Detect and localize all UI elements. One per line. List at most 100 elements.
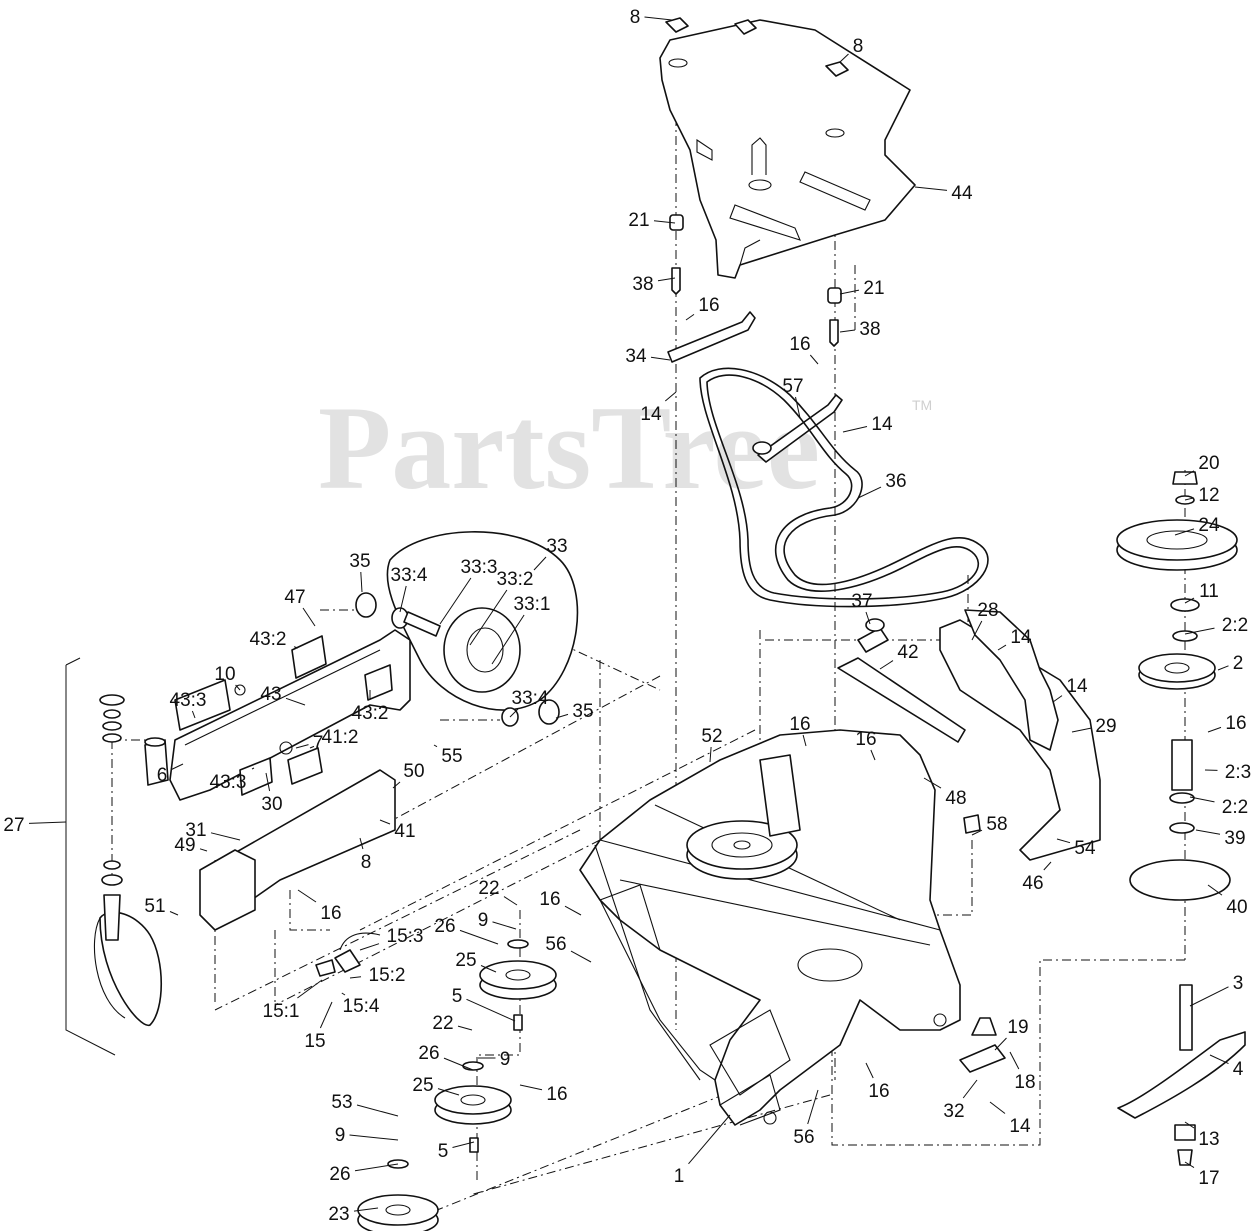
part-callout[interactable]: 7 xyxy=(313,733,324,754)
part-callout[interactable]: 35 xyxy=(572,701,593,722)
part-callout[interactable]: 56 xyxy=(793,1127,814,1148)
part-callout[interactable]: 26 xyxy=(329,1164,350,1185)
part-callout[interactable]: 13 xyxy=(1198,1129,1219,1150)
part-callout[interactable]: 29 xyxy=(1095,716,1116,737)
part-callout[interactable]: 14 xyxy=(1009,1116,1031,1137)
part-callout[interactable]: 28 xyxy=(977,600,998,621)
part-callout[interactable]: 33:2 xyxy=(497,569,534,590)
part-callout[interactable]: 38 xyxy=(859,319,880,340)
part-callout[interactable]: 38 xyxy=(632,274,653,295)
part-callout[interactable]: 26 xyxy=(418,1043,439,1064)
part-callout[interactable]: 42 xyxy=(897,642,918,663)
part-callout[interactable]: 16 xyxy=(855,729,876,750)
part-callout[interactable]: 15:2 xyxy=(369,965,406,986)
part-callout[interactable]: 41 xyxy=(394,821,415,842)
part-callout[interactable]: 9 xyxy=(500,1049,511,1070)
part-callout[interactable]: 10 xyxy=(214,664,235,685)
part-callout[interactable]: 33:4 xyxy=(512,688,549,709)
part-callout[interactable]: 8 xyxy=(853,36,864,57)
part-callout[interactable]: 2:2 xyxy=(1222,797,1248,818)
part-callout[interactable]: 36 xyxy=(885,471,906,492)
part-callout[interactable]: 43:2 xyxy=(250,629,287,650)
part-callout[interactable]: 22 xyxy=(432,1013,453,1034)
part-callout[interactable]: 14 xyxy=(871,414,893,435)
part-callout[interactable]: 46 xyxy=(1022,873,1043,894)
part-callout[interactable]: 52 xyxy=(701,726,722,747)
part-callout[interactable]: 5 xyxy=(452,986,463,1007)
part-callout[interactable]: 34 xyxy=(625,346,647,367)
part-callout[interactable]: 15:3 xyxy=(387,926,424,947)
part-callout[interactable]: 51 xyxy=(144,896,165,917)
part-callout[interactable]: 33:4 xyxy=(391,565,428,586)
part-callout[interactable]: 16 xyxy=(789,334,810,355)
part-callout[interactable]: 43:3 xyxy=(170,690,207,711)
part-callout[interactable]: 16 xyxy=(539,889,560,910)
part-callout[interactable]: 8 xyxy=(630,7,641,28)
belt-shield xyxy=(939,609,1101,861)
part-callout[interactable]: 40 xyxy=(1226,897,1247,918)
part-callout[interactable]: 2 xyxy=(1233,653,1244,674)
part-callout[interactable]: 21 xyxy=(863,278,884,299)
part-callout[interactable]: 30 xyxy=(261,794,282,815)
part-callout[interactable]: 33:1 xyxy=(514,594,551,615)
part-callout[interactable]: 39 xyxy=(1224,828,1245,849)
part-callout[interactable]: 48 xyxy=(945,788,966,809)
part-callout[interactable]: 20 xyxy=(1198,453,1219,474)
part-callout[interactable]: 5 xyxy=(438,1141,449,1162)
part-callout[interactable]: 44 xyxy=(951,183,973,204)
part-callout[interactable]: 47 xyxy=(284,587,305,608)
part-callout[interactable]: 43 xyxy=(260,684,281,705)
part-callout[interactable]: 15 xyxy=(304,1031,325,1052)
part-callout[interactable]: 32 xyxy=(943,1101,964,1122)
part-callout[interactable]: 26 xyxy=(434,916,455,937)
part-callout[interactable]: 57 xyxy=(782,376,803,397)
part-callout[interactable]: 8 xyxy=(361,852,372,873)
part-callout[interactable]: 43:2 xyxy=(352,703,389,724)
part-callout[interactable]: 55 xyxy=(441,746,462,767)
part-callout[interactable]: 23 xyxy=(328,1204,349,1225)
part-callout[interactable]: 58 xyxy=(986,814,1007,835)
part-callout[interactable]: 9 xyxy=(478,910,489,931)
part-callout[interactable]: 41:2 xyxy=(322,727,359,748)
part-callout[interactable]: 24 xyxy=(1198,515,1220,536)
part-callout[interactable]: 25 xyxy=(455,950,476,971)
part-callout[interactable]: 16 xyxy=(320,903,341,924)
part-callout[interactable]: 16 xyxy=(546,1084,567,1105)
part-callout[interactable]: 56 xyxy=(545,934,566,955)
part-callout[interactable]: 11 xyxy=(1199,581,1219,602)
part-callout[interactable]: 35 xyxy=(349,551,370,572)
part-callout[interactable]: 14 xyxy=(1066,676,1088,697)
part-callout[interactable]: 37 xyxy=(851,591,872,612)
part-callout[interactable]: 16 xyxy=(698,295,719,316)
part-callout[interactable]: 6 xyxy=(157,765,168,786)
part-callout[interactable]: 4 xyxy=(1233,1059,1244,1080)
part-callout[interactable]: 54 xyxy=(1074,838,1096,859)
part-callout[interactable]: 25 xyxy=(412,1075,433,1096)
part-callout[interactable]: 9 xyxy=(335,1125,346,1146)
part-callout[interactable]: 18 xyxy=(1014,1072,1035,1093)
part-callout[interactable]: 16 xyxy=(1225,713,1246,734)
part-callout[interactable]: 15:4 xyxy=(343,996,380,1017)
part-callout[interactable]: 16 xyxy=(868,1081,889,1102)
part-callout[interactable]: 16 xyxy=(789,714,810,735)
part-callout[interactable]: 15:1 xyxy=(263,1001,300,1022)
part-callout[interactable]: 21 xyxy=(628,210,649,231)
part-callout[interactable]: 43:3 xyxy=(210,772,247,793)
part-callout[interactable]: 49 xyxy=(174,835,195,856)
part-callout[interactable]: 53 xyxy=(331,1092,352,1113)
part-callout[interactable]: 12 xyxy=(1198,485,1219,506)
part-callout[interactable]: 1 xyxy=(674,1166,685,1187)
part-callout[interactable]: 14 xyxy=(640,404,662,425)
part-callout[interactable]: 33 xyxy=(546,536,567,557)
part-callout[interactable]: 2:3 xyxy=(1225,762,1251,783)
part-callout[interactable]: 19 xyxy=(1007,1017,1028,1038)
part-callout[interactable]: 3 xyxy=(1233,973,1244,994)
part-callout[interactable]: 22 xyxy=(478,878,499,899)
part-callout[interactable]: 27 xyxy=(3,815,24,836)
part-callout[interactable]: 2:2 xyxy=(1222,615,1248,636)
part-callout[interactable]: 31 xyxy=(185,820,206,841)
part-callout[interactable]: 17 xyxy=(1198,1168,1219,1189)
part-callout[interactable]: 33:3 xyxy=(461,557,498,578)
part-callout[interactable]: 14 xyxy=(1010,627,1032,648)
part-callout[interactable]: 50 xyxy=(403,761,424,782)
